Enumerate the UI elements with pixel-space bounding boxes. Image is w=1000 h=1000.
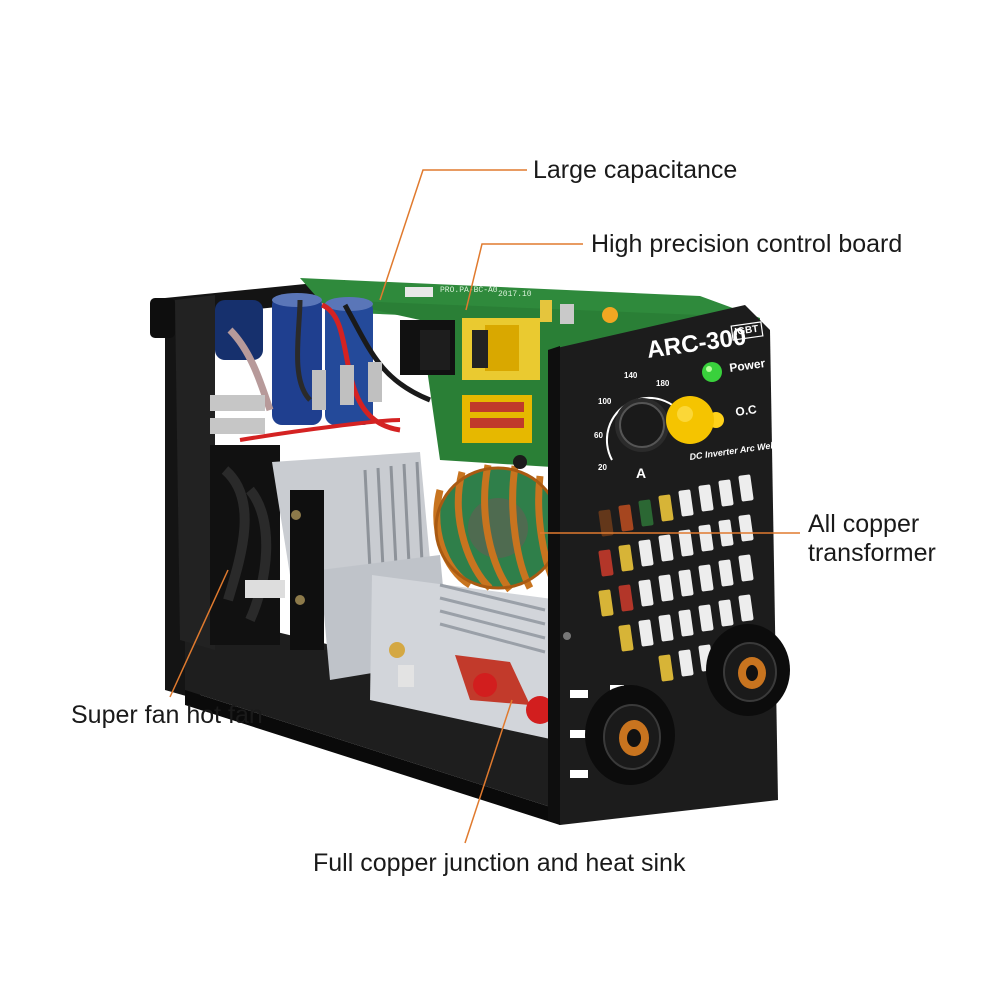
dial-tick-60: 60: [594, 431, 603, 440]
leader-capacitance: [379, 169, 527, 301]
callout-transformer-line2: transformer: [808, 539, 936, 567]
callout-fan: Super fan hot fan: [71, 701, 263, 729]
output-terminal-left[interactable]: [585, 685, 675, 785]
copper-transformer: [433, 455, 562, 593]
dial-tick-100: 100: [598, 397, 612, 406]
power-led: [702, 362, 722, 382]
board-id-print: PRO.PA-BC-A0: [440, 286, 498, 295]
board-date-print: 2017.10: [498, 290, 532, 299]
leader-control-board: [465, 243, 583, 311]
callout-control-board: High precision control board: [591, 230, 903, 258]
front-grille: [598, 474, 754, 682]
leader-fan: [169, 569, 229, 698]
callout-transformer-line1: All copper: [808, 510, 920, 538]
power-label: Power: [728, 356, 766, 375]
dial-unit: A: [636, 465, 646, 481]
dial-tick-140: 140: [624, 371, 638, 380]
callout-large-capacitance: Large capacitance: [533, 156, 738, 184]
welder-chassis: [150, 280, 560, 825]
dial-tick-20: 20: [598, 463, 607, 472]
igbt-badge: IGBT: [734, 324, 759, 338]
large-capacitors: [210, 293, 431, 442]
current-adjust-knob[interactable]: [615, 396, 714, 452]
cooling-fan: [210, 445, 285, 645]
leader-heat-sink: [464, 699, 513, 844]
heat-sinks: [272, 452, 560, 740]
callout-heat-sink: Full copper junction and heat sink: [313, 849, 686, 877]
oc-label: O.C: [734, 402, 757, 419]
igbt-badge-frame: [730, 321, 764, 341]
output-terminal-right[interactable]: [706, 624, 790, 716]
front-panel: ARC-300 IGBT Power O.C 20 60 100 140 180…: [548, 305, 790, 825]
leader-lines: [169, 169, 800, 844]
dial-tick-180: 180: [656, 379, 670, 388]
